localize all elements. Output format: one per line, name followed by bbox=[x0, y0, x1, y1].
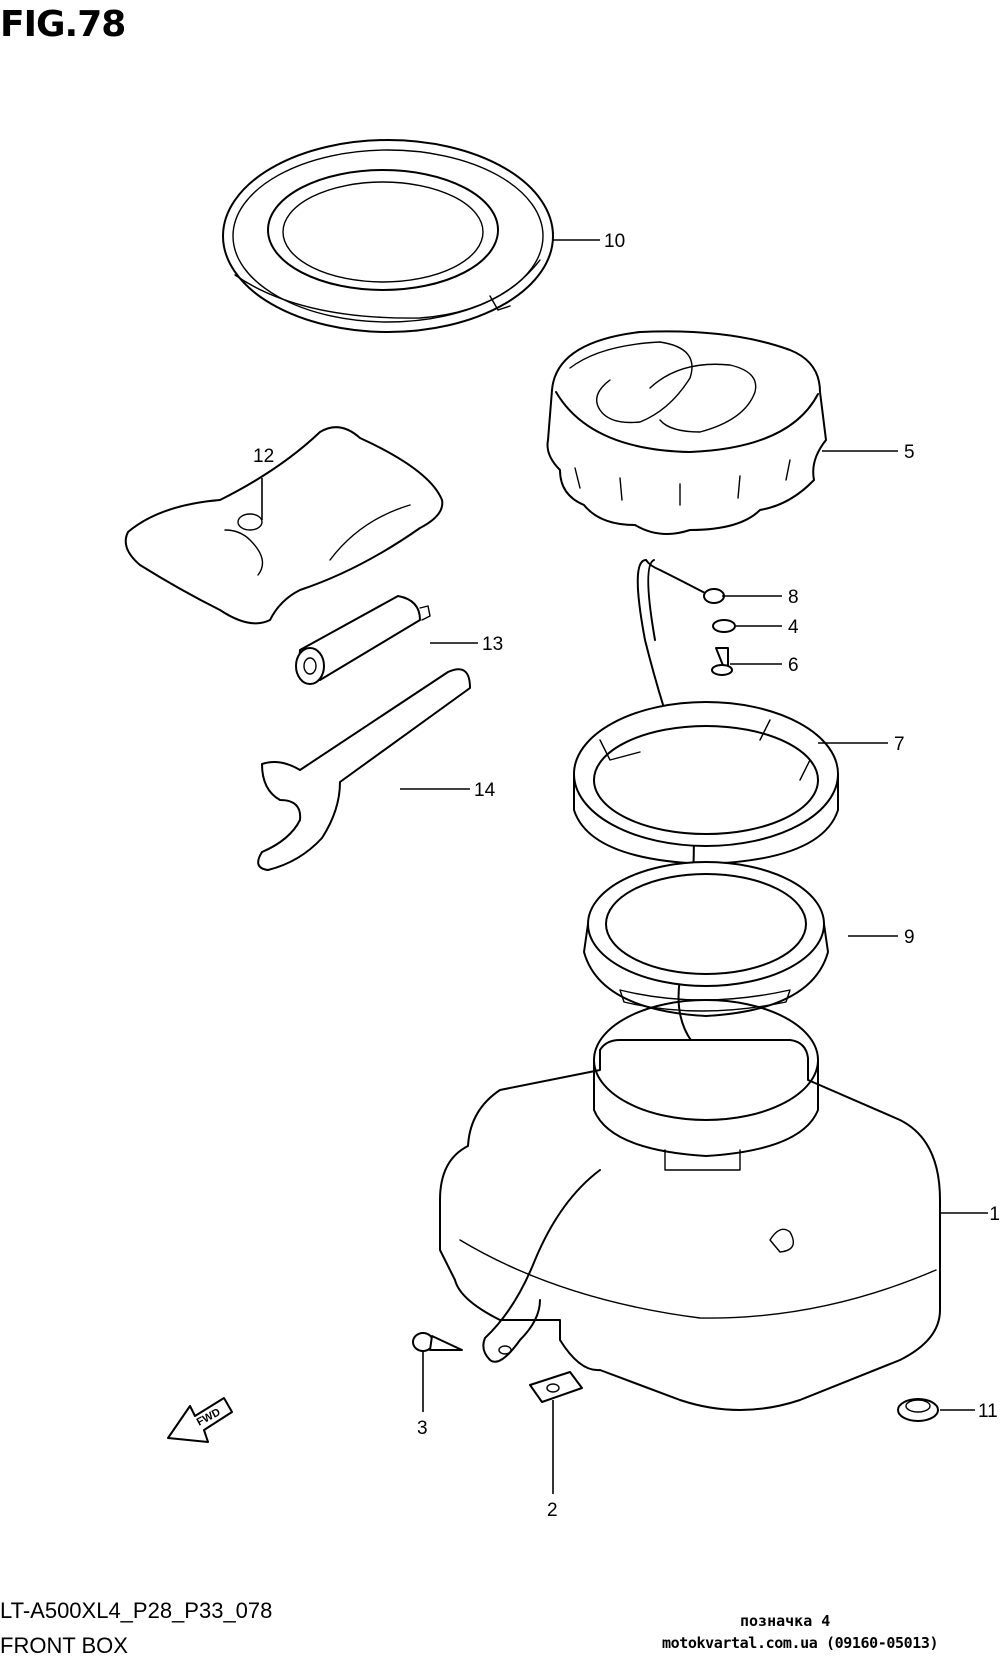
callout-10: 10 bbox=[604, 231, 625, 252]
callout-1: 1 bbox=[989, 1204, 1000, 1225]
part-10-lid-gasket bbox=[222, 139, 554, 333]
callout-2: 2 bbox=[547, 1500, 558, 1521]
callout-7: 7 bbox=[894, 734, 905, 755]
callout-14: 14 bbox=[474, 780, 496, 801]
model-code: LT-A500XL4_P28_P33_078 bbox=[0, 1598, 273, 1623]
callout-8: 8 bbox=[788, 587, 799, 608]
part-1-front-box bbox=[439, 999, 941, 1411]
callout-3: 3 bbox=[417, 1418, 428, 1439]
callouts: 10 5 12 8 4 6 13 7 14 9 1 3 2 11 bbox=[253, 231, 1000, 1521]
callout-13: 13 bbox=[482, 634, 503, 655]
part-9-threaded-collar bbox=[583, 861, 829, 1017]
section-name: FRONT BOX bbox=[0, 1633, 128, 1658]
leader-lines bbox=[261, 239, 988, 1494]
callout-11: 11 bbox=[978, 1401, 998, 1422]
part-2-clip bbox=[529, 1371, 583, 1403]
callout-6: 6 bbox=[788, 655, 799, 676]
source-credit: motokvartal.com.ua (09160-05013) bbox=[662, 1634, 939, 1652]
callout-5: 5 bbox=[904, 442, 915, 463]
callout-12: 12 bbox=[253, 446, 274, 467]
part-11-grommet bbox=[897, 1398, 939, 1422]
part-13-cylinder bbox=[295, 595, 431, 685]
part-12-tool-bag bbox=[124, 426, 444, 625]
callout-9: 9 bbox=[904, 927, 915, 948]
part-14-spanner-wrench bbox=[257, 668, 471, 871]
marker-note: позначка 4 bbox=[740, 1612, 831, 1630]
fwd-arrow: FWD bbox=[167, 1397, 233, 1443]
part-3-screw bbox=[412, 1332, 463, 1352]
part-7-retaining-ring bbox=[573, 701, 839, 865]
parts-8-4-6-fasteners bbox=[645, 559, 736, 676]
figure-title: FIG.78 bbox=[0, 4, 126, 45]
callout-4: 4 bbox=[788, 617, 799, 638]
part-5-cap bbox=[546, 330, 827, 535]
